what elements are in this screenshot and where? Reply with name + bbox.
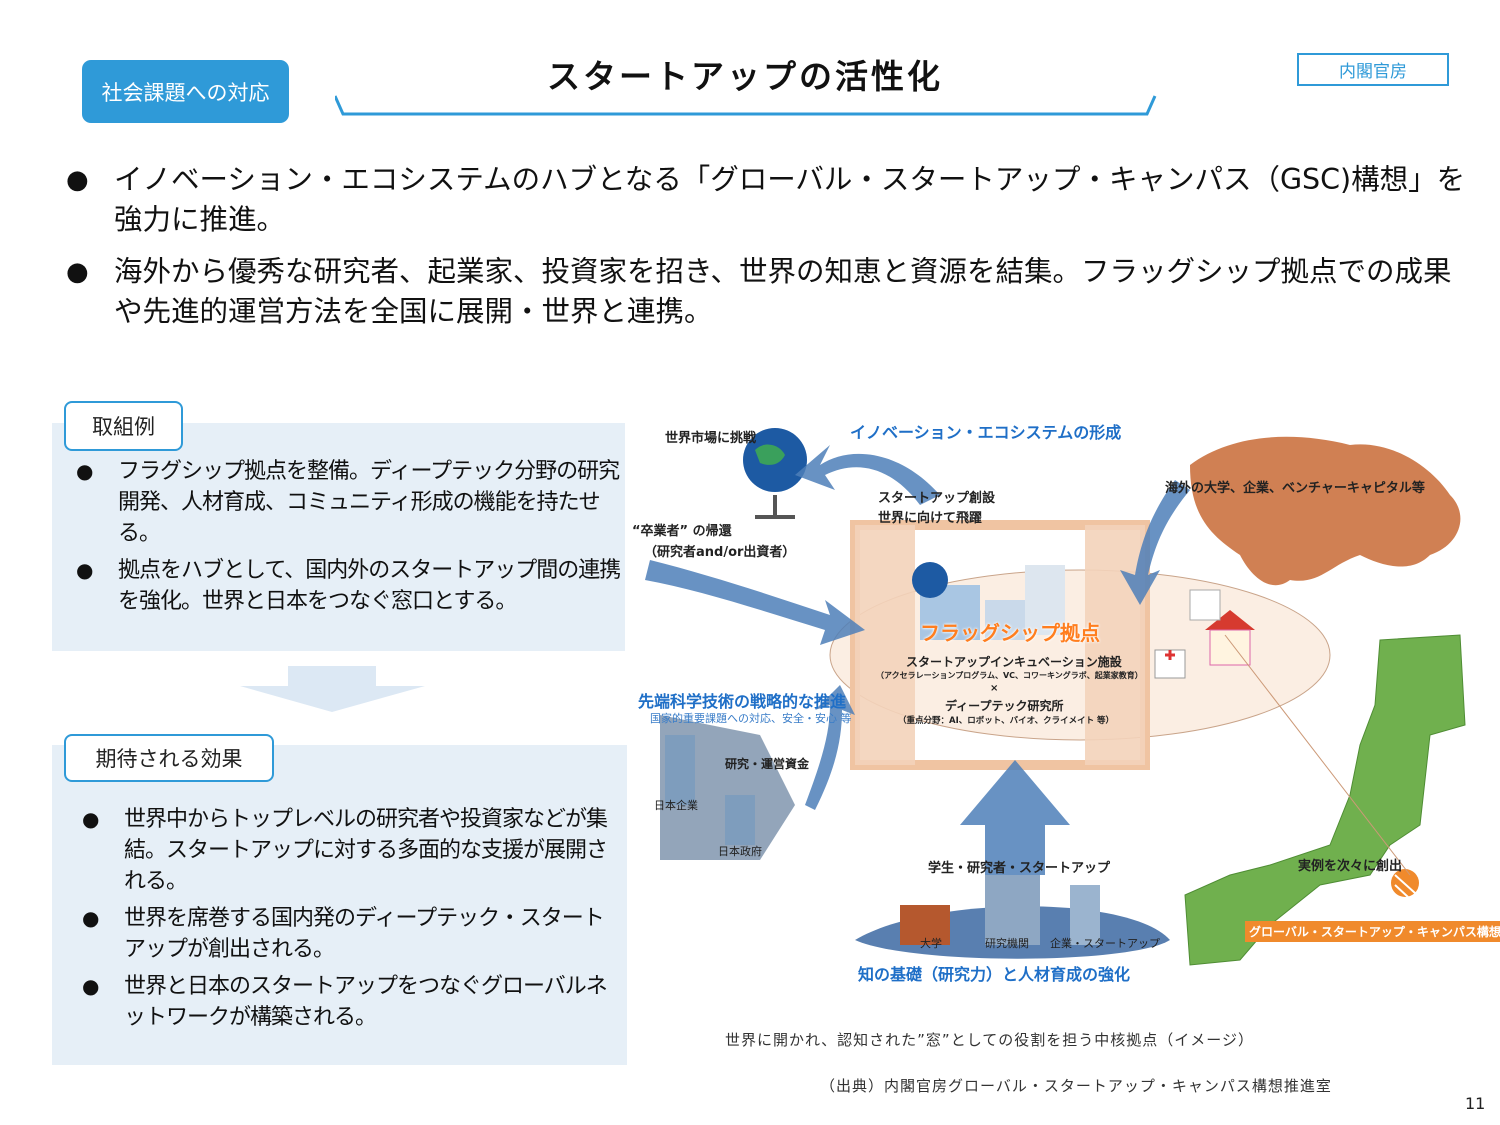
list-item: ● 世界と日本のスタートアップをつなぐグローバルネットワークが構築される。	[72, 971, 612, 1033]
examples-tab: 取組例	[64, 401, 183, 451]
gsc-illustration: 世界市場に挑戦 イノベーション・エコシステムの形成 海外の大学、企業、ベンチャー…	[630, 405, 1500, 1025]
incubation-label: スタートアップインキュベーション施設	[906, 655, 1122, 669]
deeptech-sub-label: （重点分野：AI、ロボット、バイオ、クライメイト 等）	[898, 716, 1115, 726]
knowledge-label: 知の基礎（研究力）と人材育成の強化	[858, 965, 1131, 984]
bullet-icon: ●	[76, 459, 93, 483]
leap-label: 世界に向けて飛躍	[878, 511, 983, 526]
ecosystem-label: イノベーション・エコシステムの形成	[850, 423, 1122, 442]
flagship-label: フラッグシップ拠点	[920, 621, 1100, 645]
figure-caption: 世界に開かれ、認知された”窓”としての役割を担う中核拠点（イメージ）	[725, 1031, 1254, 1049]
title-underline	[335, 95, 1157, 116]
bullet-icon: ●	[66, 165, 89, 195]
effects-tab: 期待される効果	[64, 734, 274, 782]
main-bullet-list: ● イノベーション・エコシステムのハブとなる「グローバル・スタートアップ・キャン…	[62, 160, 1472, 344]
overseas-label: 海外の大学、企業、ベンチャーキャピタル等	[1165, 481, 1425, 496]
list-item: ● 世界中からトップレベルの研究者や投資家などが集結。スタートアップに対する多面…	[72, 804, 612, 897]
people-label: 学生・研究者・スタートアップ	[928, 861, 1111, 876]
research-inst-label: 研究機関	[985, 937, 1029, 950]
japan-corp-label: 日本企業	[654, 799, 698, 812]
strategic-label: 先端科学技術の戦略的な推進	[638, 692, 847, 711]
deeptech-lab-label: ディープテック研究所	[945, 699, 1064, 713]
graduates-sub-label: （研究者and/or出資者）	[644, 545, 796, 560]
japan-gov-label: 日本政府	[718, 845, 762, 858]
world-market-label: 世界市場に挑戦	[665, 431, 757, 446]
main-bullet-item: ● イノベーション・エコシステムのハブとなる「グローバル・スタートアップ・キャン…	[62, 160, 1472, 240]
bullet-icon: ●	[82, 906, 99, 930]
page-title: スタートアップの活性化	[547, 57, 943, 96]
page-number: 11	[1465, 1094, 1486, 1113]
corp-startup-label: 企業・スタートアップ	[1050, 937, 1160, 950]
illustration-graphics	[645, 428, 1466, 966]
list-item: ● フラグシップ拠点を整備。ディープテック分野の研究開発、人材育成、コミュニティ…	[66, 456, 621, 549]
times-label: ×	[990, 683, 999, 694]
startup-creation-label: スタートアップ創設	[878, 491, 996, 506]
university-label: 大学	[920, 937, 942, 950]
graduates-label: “卒業者” の帰還	[632, 524, 732, 539]
bullet-icon: ●	[82, 807, 99, 831]
examples-created-label: 実例を次々に創出	[1298, 859, 1403, 874]
effects-list: ● 世界中からトップレベルの研究者や投資家などが集結。スタートアップに対する多面…	[72, 804, 612, 1039]
down-arrow-icon	[240, 666, 425, 712]
strategic-sub-label: 国家的重要課題への対応、安全・安心 等	[650, 712, 852, 725]
funding-label: 研究・運営資金	[725, 757, 810, 771]
incubation-sub-label: （アクセラレーションプログラム、VC、コワーキングラボ、起業家教育）	[876, 671, 1143, 680]
effects-panel	[52, 745, 627, 1065]
main-bullet-item: ● 海外から優秀な研究者、起業家、投資家を招き、世界の知恵と資源を結集。フラッグ…	[62, 252, 1472, 332]
gsc-banner: グローバル・スタートアップ・キャンパス構想	[1245, 921, 1500, 942]
list-item: ● 世界を席巻する国内発のディープテック・スタートアップが創出される。	[72, 903, 612, 965]
category-badge: 社会課題への対応	[82, 60, 289, 123]
source-note: （出典）内閣官房グローバル・スタートアップ・キャンパス構想推進室	[820, 1077, 1332, 1095]
bullet-icon: ●	[76, 558, 93, 582]
examples-list: ● フラグシップ拠点を整備。ディープテック分野の研究開発、人材育成、コミュニティ…	[66, 456, 621, 623]
bullet-icon: ●	[66, 257, 89, 287]
agency-label: 内閣官房	[1297, 53, 1449, 86]
list-item: ● 拠点をハブとして、国内外のスタートアップ間の連携を強化。世界と日本をつなぐ窓…	[66, 555, 621, 617]
examples-panel	[52, 423, 625, 651]
bullet-icon: ●	[82, 974, 99, 998]
